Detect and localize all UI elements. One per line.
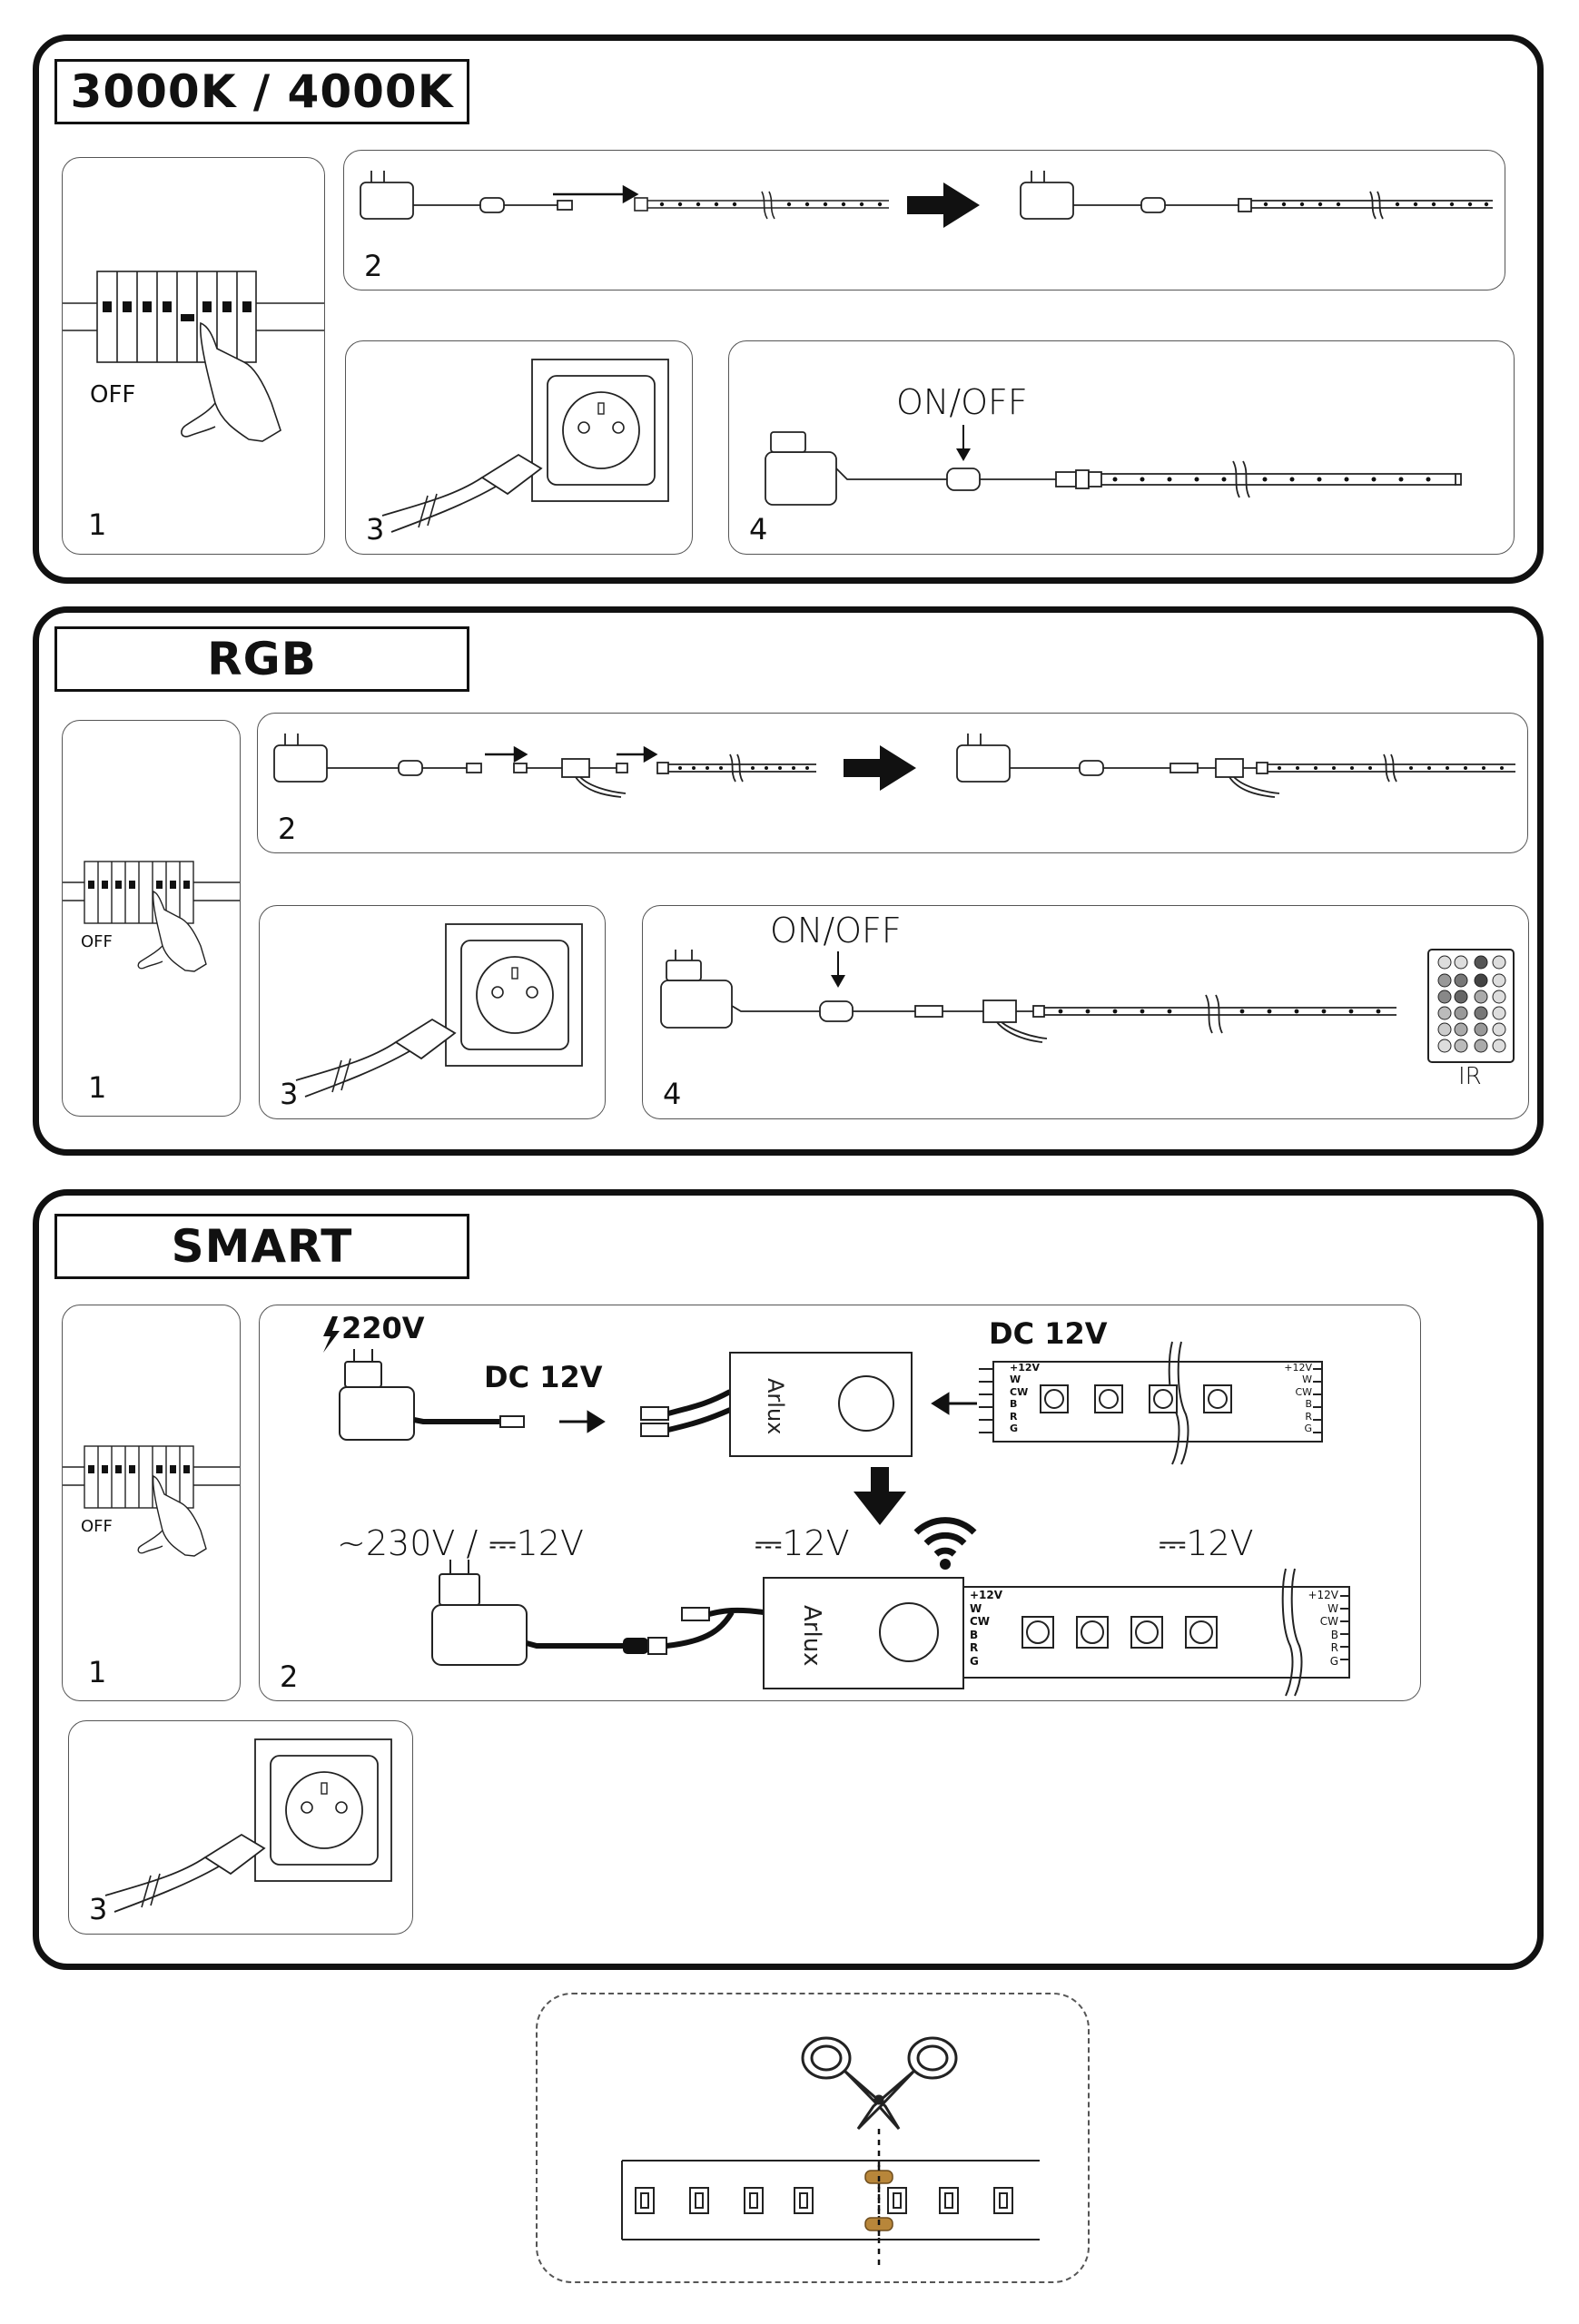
pin-label: CW: [970, 1615, 991, 1628]
off-label: OFF: [81, 932, 113, 951]
pin-label: G: [1304, 1423, 1312, 1435]
ir-label: IR: [1458, 1063, 1482, 1090]
on-off-label: ON/OFF: [770, 911, 902, 950]
section-rgb: [33, 606, 1544, 1156]
step-1-panel-warm: OFF 1: [62, 157, 325, 555]
voltage-12v-label-right: ⎓12V: [1159, 1523, 1254, 1563]
pin-label: W: [970, 1601, 982, 1615]
switch-cable-diagram: [660, 949, 1515, 1063]
step-number: 2: [364, 249, 383, 283]
big-arrow-down-icon: [854, 1467, 906, 1525]
arrow-down-icon: [956, 448, 971, 461]
pin-label: +12V: [1308, 1589, 1338, 1601]
smart-wiring-diagram: Arlux: [323, 1316, 1350, 1697]
step-1-panel-rgb: OFF 1: [62, 720, 241, 1117]
wall-socket-icon: [381, 359, 669, 533]
cut-instruction-diagram: [621, 2036, 1040, 2265]
step-2-panel-warm: 2: [343, 150, 1505, 290]
brand-logo: Arlux: [763, 1378, 788, 1434]
step-2-panel-smart: 220V DC 12V DC 12V ~230V / ⎓12V ⎓12V ⎓12…: [259, 1305, 1421, 1701]
step-number: 3: [280, 1077, 299, 1111]
switch-cable-diagram: [765, 425, 1462, 506]
pin-label: B: [1010, 1398, 1018, 1411]
step-number: 4: [663, 1077, 682, 1111]
wall-socket-icon: [295, 923, 583, 1098]
step-number: 3: [366, 512, 385, 547]
big-arrow-right-icon: [907, 182, 980, 228]
assembly-diagram: [360, 171, 1493, 228]
scissors-icon: [801, 2036, 958, 2131]
pin-label: +12V: [970, 1589, 1003, 1601]
pin-label: B: [1305, 1398, 1312, 1411]
step-4-panel-warm: ON/OFF 4: [728, 340, 1515, 555]
step-number: 1: [88, 1070, 107, 1105]
voltage-230-label: ~230V / ⎓12V: [337, 1523, 584, 1563]
pin-list-top-left: +12V W CW B R G: [1010, 1362, 1040, 1434]
wifi-controller-box: [729, 1352, 913, 1457]
pin-label: W: [1010, 1374, 1021, 1386]
wifi-icon: [913, 1517, 977, 1557]
step-2-panel-rgb: 2: [257, 713, 1528, 853]
step-1-panel-smart: OFF 1: [62, 1305, 241, 1701]
arrow-right-icon: [559, 1410, 606, 1433]
step-number: 2: [280, 1659, 299, 1694]
pin-label: CW: [1295, 1385, 1312, 1398]
arrow-right-icon: [485, 745, 658, 763]
circuit-breaker-icon: [63, 861, 240, 972]
voltage-220-label: 220V: [341, 1311, 425, 1345]
voltage-12v-label: ⎓12V: [755, 1523, 850, 1563]
pin-label: CW: [1319, 1615, 1338, 1628]
dc-12v-label: DC 12V: [484, 1360, 603, 1394]
section-warm-white: [33, 34, 1544, 584]
pin-label: R: [1330, 1641, 1338, 1654]
off-label: OFF: [90, 381, 136, 409]
section-title-smart: SMART: [54, 1214, 469, 1279]
pin-label: +12V: [1010, 1362, 1041, 1374]
pin-list-bottom-right: +12V W CW B R G: [1304, 1589, 1338, 1668]
step-4-panel-rgb: ON/OFF: [642, 905, 1529, 1119]
pin-label: R: [1010, 1410, 1018, 1423]
step-3-panel-rgb: 3: [259, 905, 606, 1119]
step-number: 2: [278, 812, 297, 846]
step-number: 1: [88, 1655, 107, 1689]
pin-label: B: [1330, 1628, 1338, 1641]
wall-socket-icon: [104, 1738, 392, 1913]
pin-list-top-right: +12V W CW B R G: [1281, 1362, 1312, 1434]
arrow-right-icon: [553, 184, 639, 204]
pin-label: G: [1329, 1654, 1338, 1668]
pin-list-bottom-left: +12V W CW B R G: [970, 1589, 1002, 1668]
on-off-label: ON/OFF: [896, 382, 1028, 422]
pin-label: R: [970, 1641, 979, 1654]
assembly-diagram: [273, 734, 1515, 798]
dc-12v-label-right: DC 12V: [989, 1316, 1108, 1351]
big-arrow-right-icon: [844, 745, 916, 791]
lightning-icon: [323, 1316, 340, 1353]
off-label: OFF: [81, 1517, 113, 1536]
pin-label: B: [970, 1628, 979, 1641]
step-number: 4: [749, 512, 768, 547]
brand-logo: Arlux: [798, 1605, 825, 1667]
circuit-breaker-icon: [63, 1445, 240, 1557]
ir-remote-icon: [1427, 949, 1515, 1063]
pin-label: CW: [1010, 1385, 1029, 1398]
pin-label: +12V: [1284, 1362, 1312, 1374]
cut-instruction-box: [536, 1993, 1090, 2283]
pin-label: W: [1302, 1374, 1312, 1386]
circuit-breaker-icon: [63, 271, 324, 442]
pin-label: W: [1327, 1601, 1338, 1615]
arrow-down-icon: [831, 975, 845, 988]
arrow-left-icon: [931, 1392, 977, 1415]
step-3-panel-smart: 3: [68, 1720, 413, 1935]
section-title-rgb: RGB: [54, 626, 469, 692]
section-smart: [33, 1189, 1544, 1970]
step-3-panel-warm: 3: [345, 340, 693, 555]
step-number: 3: [89, 1892, 108, 1926]
step-number: 1: [88, 507, 107, 542]
pin-label: G: [970, 1654, 979, 1668]
section-title-warm: 3000K / 4000K: [54, 59, 469, 124]
pin-label: G: [1010, 1423, 1019, 1435]
pin-label: R: [1305, 1410, 1312, 1423]
